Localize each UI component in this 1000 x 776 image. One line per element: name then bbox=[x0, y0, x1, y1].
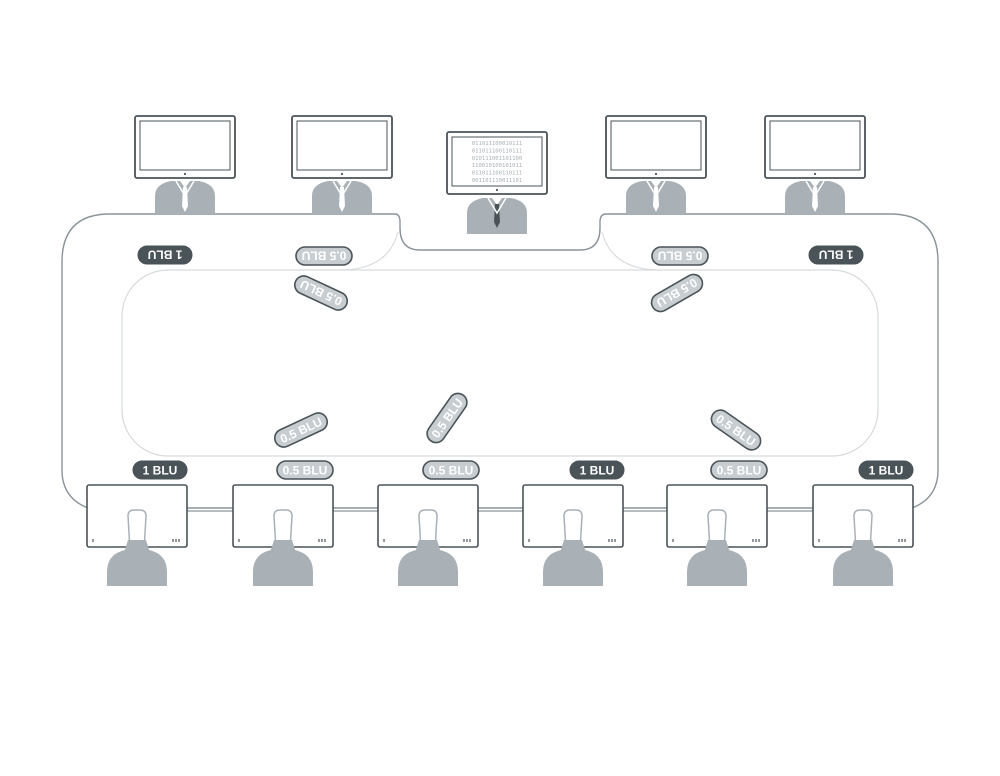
bottom-player bbox=[666, 484, 768, 586]
chip: 0.5 BLU bbox=[426, 392, 468, 444]
dealer: 0110111000101110110111001101110101110011… bbox=[446, 131, 548, 234]
chip-body bbox=[273, 412, 329, 448]
dealer-collar bbox=[492, 198, 502, 205]
player-lapels bbox=[175, 180, 195, 198]
chip: 0.5 BLU bbox=[650, 273, 704, 313]
chip: 1 BLU bbox=[137, 245, 193, 265]
player-back bbox=[398, 550, 458, 586]
dealer-lapels bbox=[487, 197, 507, 215]
chip-body bbox=[422, 460, 480, 480]
top-player bbox=[764, 115, 866, 214]
bottom-players bbox=[86, 484, 914, 586]
top-player bbox=[605, 115, 707, 214]
bottom-player bbox=[522, 484, 624, 586]
monitor-power bbox=[340, 172, 344, 176]
monitor-power bbox=[654, 172, 658, 176]
chip-label: 1 BLU bbox=[143, 463, 178, 477]
chip: 0.5 BLU bbox=[276, 460, 334, 480]
table-inner-edge bbox=[601, 231, 661, 271]
player-collar bbox=[180, 181, 190, 188]
player-lapels bbox=[805, 180, 825, 198]
player-back bbox=[687, 550, 747, 586]
player-back bbox=[833, 550, 893, 586]
chip-body bbox=[137, 245, 193, 265]
dealer-code-line: 011011100110111 bbox=[472, 148, 523, 154]
top-players bbox=[134, 115, 866, 214]
chip-body bbox=[276, 460, 334, 480]
player-stand bbox=[269, 540, 297, 556]
player-lapels bbox=[332, 180, 352, 198]
chip-label: 0.5 BLU bbox=[429, 463, 474, 477]
player-stand bbox=[414, 540, 442, 556]
player-back bbox=[253, 550, 313, 586]
chip-body bbox=[569, 460, 625, 480]
monitor-screen bbox=[769, 120, 861, 171]
player-stand bbox=[703, 540, 731, 556]
dealer-monitor-screen bbox=[451, 136, 543, 187]
dealer-monitor-power bbox=[495, 188, 499, 192]
player-back bbox=[543, 550, 603, 586]
monitor-screen bbox=[139, 120, 231, 171]
player-back bbox=[107, 550, 167, 586]
chip: 1 BLU bbox=[132, 460, 188, 480]
top-player bbox=[134, 115, 236, 214]
chip-label: 0.5 BLU bbox=[302, 249, 347, 263]
player-stand bbox=[849, 540, 877, 556]
chip: 0.5 BLU bbox=[293, 275, 349, 311]
top-player bbox=[291, 115, 393, 214]
chip-body bbox=[651, 246, 709, 266]
bottom-player bbox=[86, 484, 188, 586]
chip: 0.5 BLU bbox=[710, 409, 762, 451]
chip-body bbox=[293, 275, 349, 311]
chip-body bbox=[858, 460, 914, 480]
player-stand bbox=[123, 540, 151, 556]
bottom-player bbox=[232, 484, 334, 586]
dealer-code-line: 011011100110111 bbox=[472, 171, 523, 177]
player-collar bbox=[337, 181, 347, 188]
dealer-code-line: 110010100101011 bbox=[472, 163, 523, 169]
chip-label: 1 BLU bbox=[819, 248, 854, 262]
player-lapels bbox=[646, 180, 666, 198]
dealer-code-line: 010111001101100 bbox=[472, 156, 523, 162]
player-collar bbox=[651, 181, 661, 188]
chip: 1 BLU bbox=[808, 245, 864, 265]
table-edge bbox=[61, 213, 939, 509]
monitor-power bbox=[183, 172, 187, 176]
chip-body bbox=[808, 245, 864, 265]
dealer-code-line: 011011100010111 bbox=[472, 141, 523, 147]
chip-label: 1 BLU bbox=[580, 463, 615, 477]
chip-label: 1 BLU bbox=[148, 248, 183, 262]
chip: 0.5 BLU bbox=[273, 412, 329, 448]
table-outline bbox=[61, 213, 939, 512]
chip-label: 1 BLU bbox=[869, 463, 904, 477]
chip-body bbox=[710, 460, 768, 480]
chip-body bbox=[426, 392, 468, 444]
bottom-player bbox=[377, 484, 479, 586]
player-stand bbox=[559, 540, 587, 556]
chip-label: 0.5 BLU bbox=[717, 463, 762, 477]
table-inner-edge bbox=[339, 231, 399, 271]
chip-body bbox=[710, 409, 762, 451]
chip: 0.5 BLU bbox=[710, 460, 768, 480]
chip-label: 0.5 BLU bbox=[658, 249, 703, 263]
monitor-power bbox=[813, 172, 817, 176]
chip: 0.5 BLU bbox=[651, 246, 709, 266]
chip-body bbox=[132, 460, 188, 480]
chip-body bbox=[650, 273, 704, 313]
dealer-code-line: 001101110011101 bbox=[472, 178, 523, 184]
player-collar bbox=[810, 181, 820, 188]
table-felt-line bbox=[121, 269, 879, 457]
chip-body bbox=[295, 246, 353, 266]
chip: 0.5 BLU bbox=[295, 246, 353, 266]
chip: 1 BLU bbox=[569, 460, 625, 480]
chips: 1 BLU 0.5 BLU 0.5 BLU 0.5 BLU 0.5 BLU 1 BLU 1 … bbox=[132, 245, 914, 480]
monitor-screen bbox=[296, 120, 388, 171]
bottom-player bbox=[812, 484, 914, 586]
chip: 0.5 BLU bbox=[422, 460, 480, 480]
chip-label: 0.5 BLU bbox=[283, 463, 328, 477]
monitor-screen bbox=[610, 120, 702, 171]
chip: 1 BLU bbox=[858, 460, 914, 480]
dealer-station: 0110111000101110110111001101110101110011… bbox=[446, 131, 548, 234]
